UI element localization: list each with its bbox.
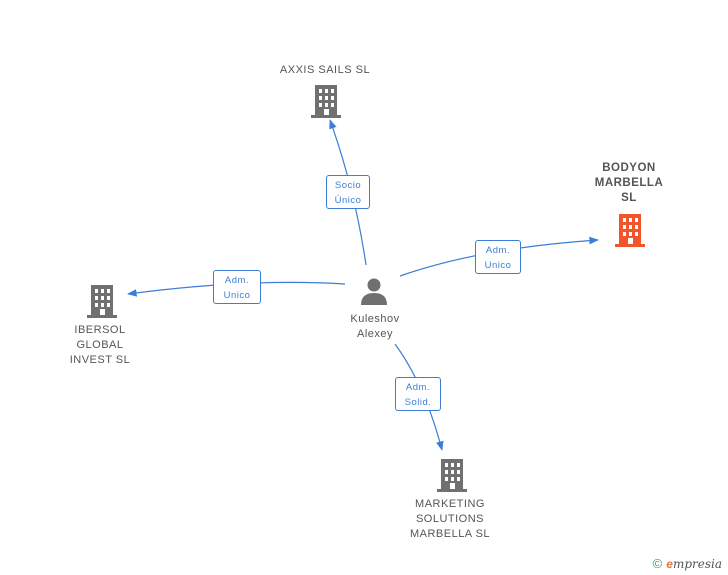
relation-label-marketing: Adm. Solid.: [395, 377, 441, 411]
brand-name: mpresia: [672, 557, 722, 571]
company-label-marketing[interactable]: MARKETING SOLUTIONS MARBELLA SL: [409, 498, 491, 540]
building-icon-ibersol[interactable]: [87, 285, 117, 318]
brand-logo-e: e: [666, 557, 673, 571]
center-person-label[interactable]: Kuleshov Alexey: [350, 313, 400, 340]
relation-label-bodyon: Adm. Unico: [475, 240, 521, 274]
person-icon[interactable]: [361, 278, 387, 306]
footer-brand[interactable]: ©empresia: [653, 556, 722, 571]
building-icon-marketing[interactable]: [437, 459, 467, 492]
relation-label-axxis: Socio Único: [326, 175, 370, 209]
relation-label-ibersol: Adm. Unico: [213, 270, 261, 304]
building-icon-bodyon[interactable]: [615, 214, 645, 247]
company-label-bodyon[interactable]: BODYON MARBELLA SL: [594, 162, 664, 204]
building-icon-axxis[interactable]: [311, 85, 341, 118]
company-label-ibersol[interactable]: IBERSOL GLOBAL INVEST SL: [69, 324, 131, 366]
company-label-axxis[interactable]: AXXIS SAILS SL: [279, 64, 371, 76]
copyright-icon: ©: [652, 556, 663, 571]
